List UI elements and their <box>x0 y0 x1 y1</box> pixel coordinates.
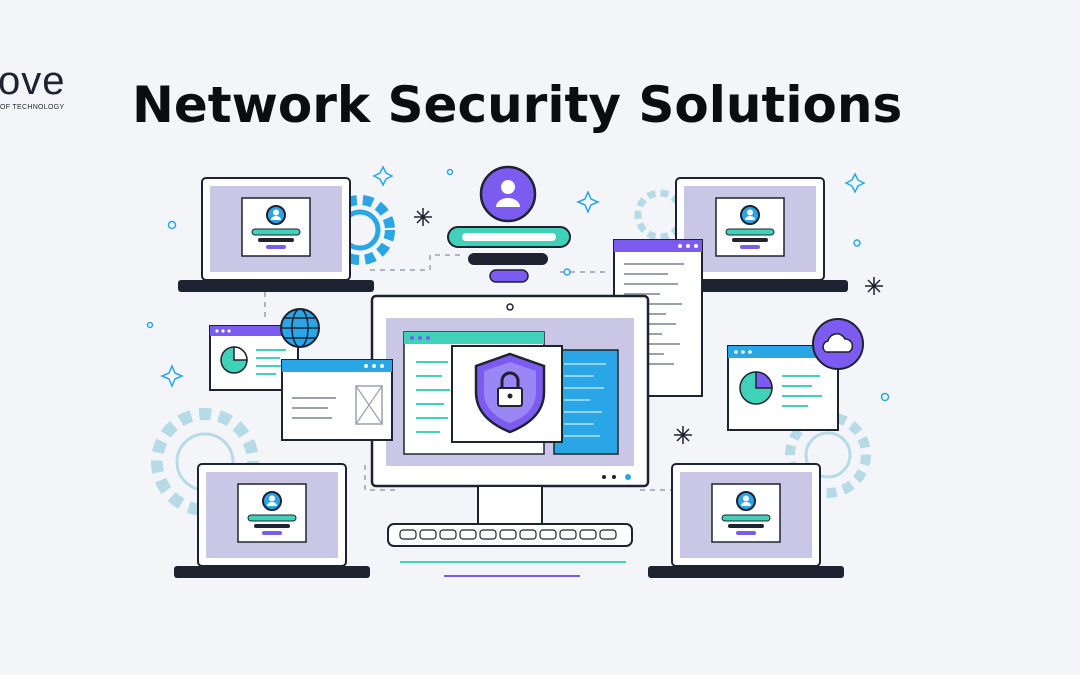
page-title: Network Security Solutions <box>132 76 903 134</box>
cloud-icon <box>812 318 864 370</box>
laptop-top-left <box>178 177 374 292</box>
central-monitor <box>370 294 650 577</box>
sparkle-icon <box>146 165 890 402</box>
brand-logo: ove OF TECHNOLOGY <box>0 58 120 118</box>
globe-icon <box>280 308 320 348</box>
brand-mark: ove <box>0 59 66 103</box>
laptop-bottom-right <box>648 463 844 578</box>
laptop-bottom-left <box>174 463 370 578</box>
content-window-left <box>281 359 393 441</box>
chart-card-right <box>727 345 839 431</box>
shield-lock-icon <box>474 352 546 434</box>
user-login-block <box>447 165 571 283</box>
sparkle-icon <box>414 208 883 444</box>
pie-chart-icon <box>220 346 248 374</box>
pie-chart-icon <box>739 371 773 405</box>
brand-tagline: OF TECHNOLOGY <box>0 104 65 111</box>
